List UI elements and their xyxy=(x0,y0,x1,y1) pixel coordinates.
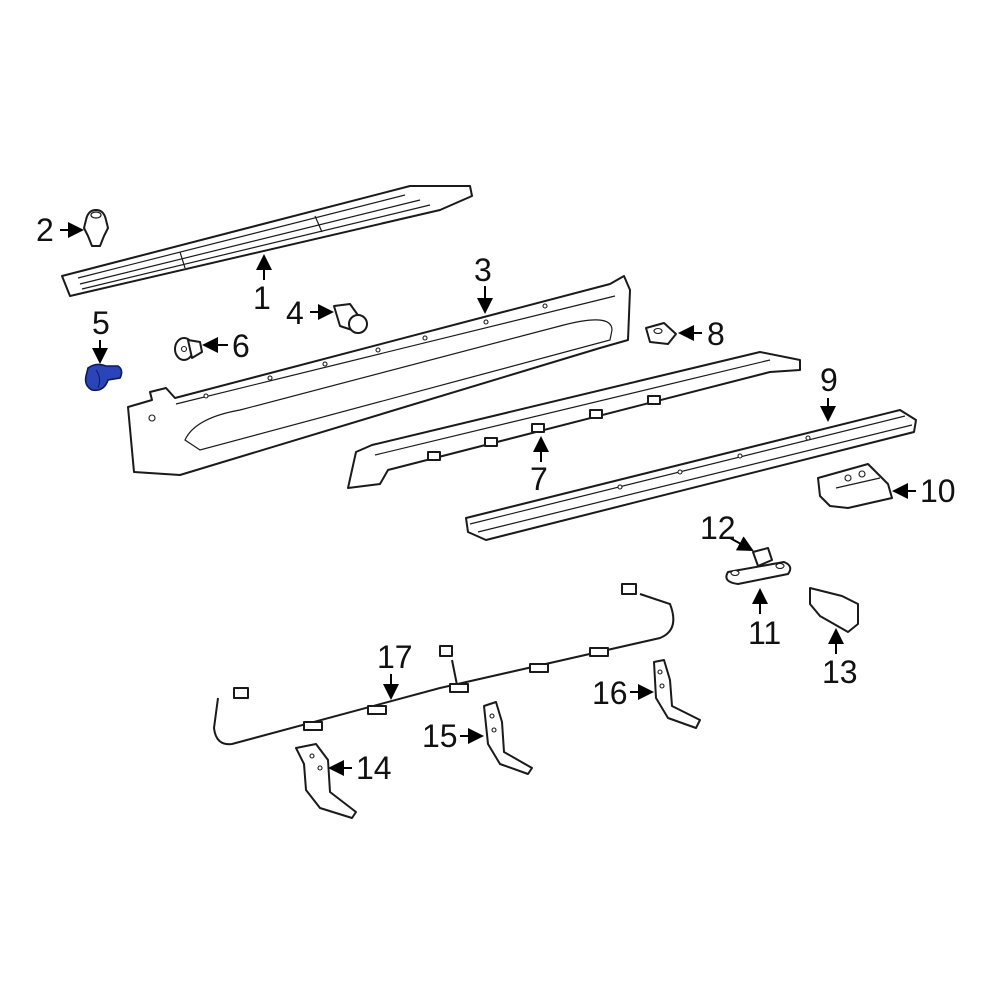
part-6-grommet[interactable] xyxy=(174,337,203,361)
part-1-step-pad[interactable] xyxy=(61,185,473,297)
callout-13[interactable]: 13 xyxy=(822,654,858,690)
callout-8[interactable]: 8 xyxy=(707,316,725,352)
part-11-latch-plate[interactable] xyxy=(725,561,792,585)
callout-16[interactable]: 16 xyxy=(592,675,628,711)
part-10-bracket[interactable] xyxy=(817,463,893,509)
rocker-holes xyxy=(148,303,548,422)
part-16-bracket[interactable] xyxy=(653,659,701,729)
callout-15[interactable]: 15 xyxy=(422,718,458,754)
callout-4[interactable]: 4 xyxy=(286,295,304,331)
part-4-push-clip[interactable] xyxy=(333,303,368,334)
callout-2[interactable]: 2 xyxy=(36,212,54,248)
part-13-pad[interactable] xyxy=(809,587,859,633)
callout-1[interactable]: 1 xyxy=(253,280,271,316)
side-rail-holes xyxy=(617,435,811,490)
callout-5[interactable]: 5 xyxy=(92,305,110,341)
leader-arrows xyxy=(60,222,916,776)
callout-11[interactable]: 11 xyxy=(748,615,782,651)
part-5-clip-highlighted[interactable] xyxy=(84,363,123,392)
callout-6[interactable]: 6 xyxy=(232,328,250,364)
part-17-wire-harness[interactable] xyxy=(212,583,675,746)
part-12-bolt[interactable] xyxy=(752,547,773,567)
part-15-bracket[interactable] xyxy=(483,701,533,775)
rail-tabs xyxy=(427,395,661,461)
callout-10[interactable]: 10 xyxy=(920,473,956,509)
part-2-clip[interactable] xyxy=(83,209,109,247)
part-9-side-rail[interactable] xyxy=(465,409,917,541)
part-7-support-rail[interactable] xyxy=(347,351,801,489)
callout-14[interactable]: 14 xyxy=(356,750,392,786)
part-8-nut[interactable] xyxy=(645,322,677,345)
callout-17[interactable]: 17 xyxy=(377,639,413,675)
callout-9[interactable]: 9 xyxy=(820,362,838,398)
harness-clips xyxy=(303,647,609,731)
callout-7[interactable]: 7 xyxy=(530,461,548,497)
callout-3[interactable]: 3 xyxy=(474,252,492,288)
part-3-rocker-panel[interactable] xyxy=(127,275,631,476)
part-14-bracket[interactable] xyxy=(295,743,357,819)
callout-12[interactable]: 12 xyxy=(700,510,736,546)
